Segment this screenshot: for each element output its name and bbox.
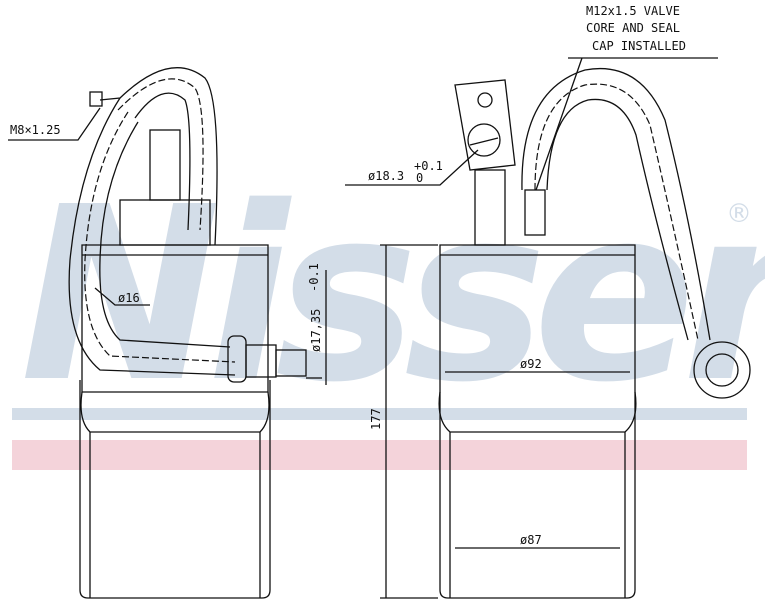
label-valve-note-3: CAP INSTALLED — [592, 39, 686, 53]
label-body-diameter-lower: ø87 — [520, 533, 542, 547]
label-valve-note-2: CORE AND SEAL — [586, 21, 680, 35]
label-pipe-diameter: ø16 — [118, 291, 140, 305]
right-view-drier: ø92 ø87 177 ø18.3 +0.1 0 M12x1.5 VALVE C… — [345, 4, 751, 599]
label-valve-note-1: M12x1.5 VALVE — [586, 4, 680, 18]
registered-mark: ® — [726, 199, 752, 229]
label-thread-m8: M8×1.25 — [10, 123, 61, 137]
label-port-tolerance-lower: 0 — [416, 171, 423, 185]
label-port-diameter: ø18.3 — [368, 169, 404, 183]
label-fitting-tolerance: -0.1 — [307, 263, 321, 292]
left-view-drier: M8×1.25 ø16 ø17,35 -0.1 — [8, 67, 327, 599]
label-height: 177 — [369, 408, 383, 430]
label-fitting-diameter: ø17,35 — [309, 309, 323, 352]
watermark-text: Nissens — [20, 155, 765, 435]
watermark-stripe-red — [12, 440, 747, 470]
label-body-diameter-upper: ø92 — [520, 357, 542, 371]
label-port-tolerance-upper: +0.1 — [414, 159, 443, 173]
watermark-stripe-blue — [12, 408, 747, 420]
